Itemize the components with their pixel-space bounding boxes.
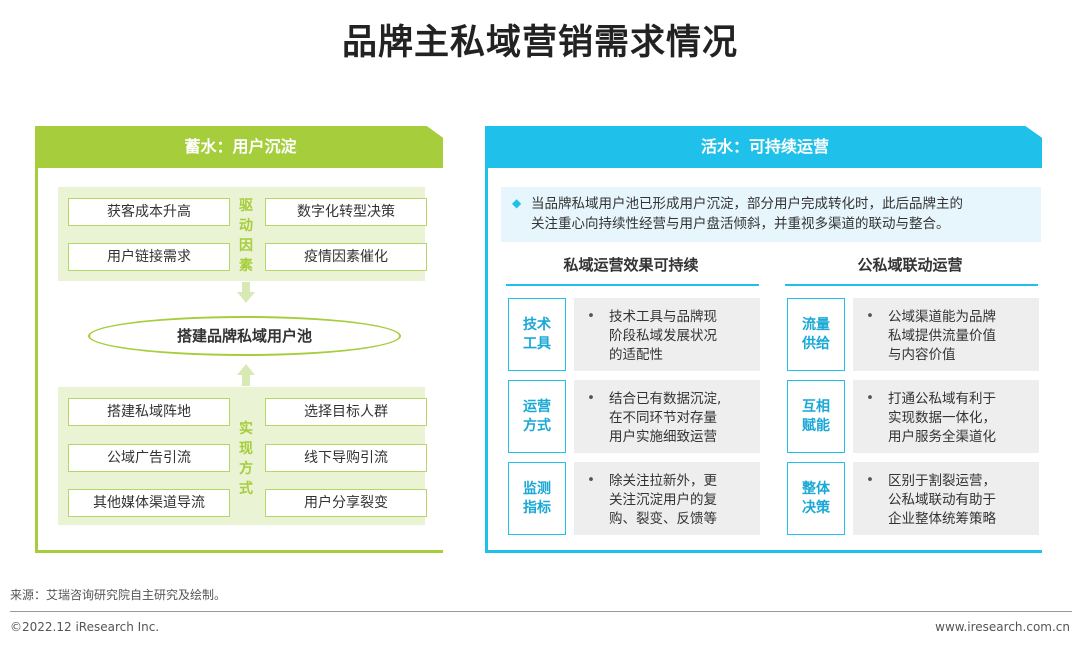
desc-operation-mode: • 结合已有数据沉淀,在不同环节对存量用户实施细致运营 <box>574 380 760 453</box>
desc-traffic-supply: • 公域渠道能为品牌私域提供流量价值与内容价值 <box>853 298 1039 371</box>
bullet-icon: • <box>866 390 874 406</box>
tag-traffic-supply: 流量供给 <box>787 298 845 371</box>
method-box: 用户分享裂变 <box>265 489 427 517</box>
right-panel-header: 活水：可持续运营 <box>488 126 1042 168</box>
desc-tech-tools: • 技术工具与品牌现阶段私域发展状况的适配性 <box>574 298 760 371</box>
desc-monitoring-metrics: • 除关注拉新外，更关注沉淀用户的复购、裂变、反馈等 <box>574 462 760 535</box>
source-note: 来源：艾瑞咨询研究院自主研究及绘制。 <box>10 588 227 602</box>
bullet-icon: • <box>587 308 595 324</box>
center-ellipse: 搭建品牌私域用户池 <box>88 316 401 356</box>
copyright: ©2022.12 iResearch Inc. <box>10 620 160 634</box>
arrow-down-icon <box>237 282 255 303</box>
method-box: 线下导购引流 <box>265 444 427 472</box>
arrow-up-icon <box>237 364 255 386</box>
tag-tech-tools: 技术工具 <box>508 298 566 371</box>
driver-box: 数字化转型决策 <box>265 198 427 226</box>
driver-box: 用户链接需求 <box>68 243 230 271</box>
method-box: 选择目标人群 <box>265 398 427 426</box>
website-link[interactable]: www.iresearch.com.cn <box>935 620 1070 634</box>
left-panel-header: 蓄水：用户沉淀 <box>38 126 443 168</box>
col2-title-underline <box>785 284 1038 286</box>
method-box: 公域广告引流 <box>68 444 230 472</box>
left-panel: 蓄水：用户沉淀 获客成本升高 数字化转型决策 用户链接需求 疫情因素催化 驱 动… <box>35 126 443 553</box>
bullet-icon: • <box>587 390 595 406</box>
summary-box: ◆ 当品牌私域用户池已形成用户沉淀，部分用户完成转化时，此后品牌主的 关注重心向… <box>501 187 1041 242</box>
footer-divider <box>10 611 1072 612</box>
method-box: 搭建私域阵地 <box>68 398 230 426</box>
right-panel: 活水：可持续运营 ◆ 当品牌私域用户池已形成用户沉淀，部分用户完成转化时，此后品… <box>485 126 1042 553</box>
page-title: 品牌主私域营销需求情况 <box>341 23 738 63</box>
desc-overall-decision: • 区别于割裂运营，公私域联动有助于企业整体统筹策略 <box>853 462 1039 535</box>
driver-factors-label: 驱 动 因 素 <box>239 198 253 274</box>
driver-box: 获客成本升高 <box>68 198 230 226</box>
summary-line: 关注重心向持续性经营与用户盘活倾斜，并重视多渠道的联动与整合。 <box>531 216 950 232</box>
tag-mutual-empowerment: 互相赋能 <box>787 380 845 453</box>
bullet-icon: • <box>866 308 874 324</box>
summary-line: 当品牌私域用户池已形成用户沉淀，部分用户完成转化时，此后品牌主的 <box>531 196 963 212</box>
method-box: 其他媒体渠道导流 <box>68 489 230 517</box>
tag-overall-decision: 整体决策 <box>787 462 845 535</box>
bullet-icon: • <box>587 472 595 488</box>
bullet-icon: • <box>866 472 874 488</box>
diamond-bullet-icon: ◆ <box>512 196 522 210</box>
col1-title-underline <box>506 284 759 286</box>
col2-title: 公私域联动运营 <box>857 256 963 274</box>
col1-title: 私域运营效果可持续 <box>563 256 699 274</box>
implementation-label: 实 现 方 式 <box>239 421 253 497</box>
driver-box: 疫情因素催化 <box>265 243 427 271</box>
tag-operation-mode: 运营方式 <box>508 380 566 453</box>
desc-mutual-empowerment: • 打通公私域有利于实现数据一体化，用户服务全渠道化 <box>853 380 1039 453</box>
tag-monitoring-metrics: 监测指标 <box>508 462 566 535</box>
